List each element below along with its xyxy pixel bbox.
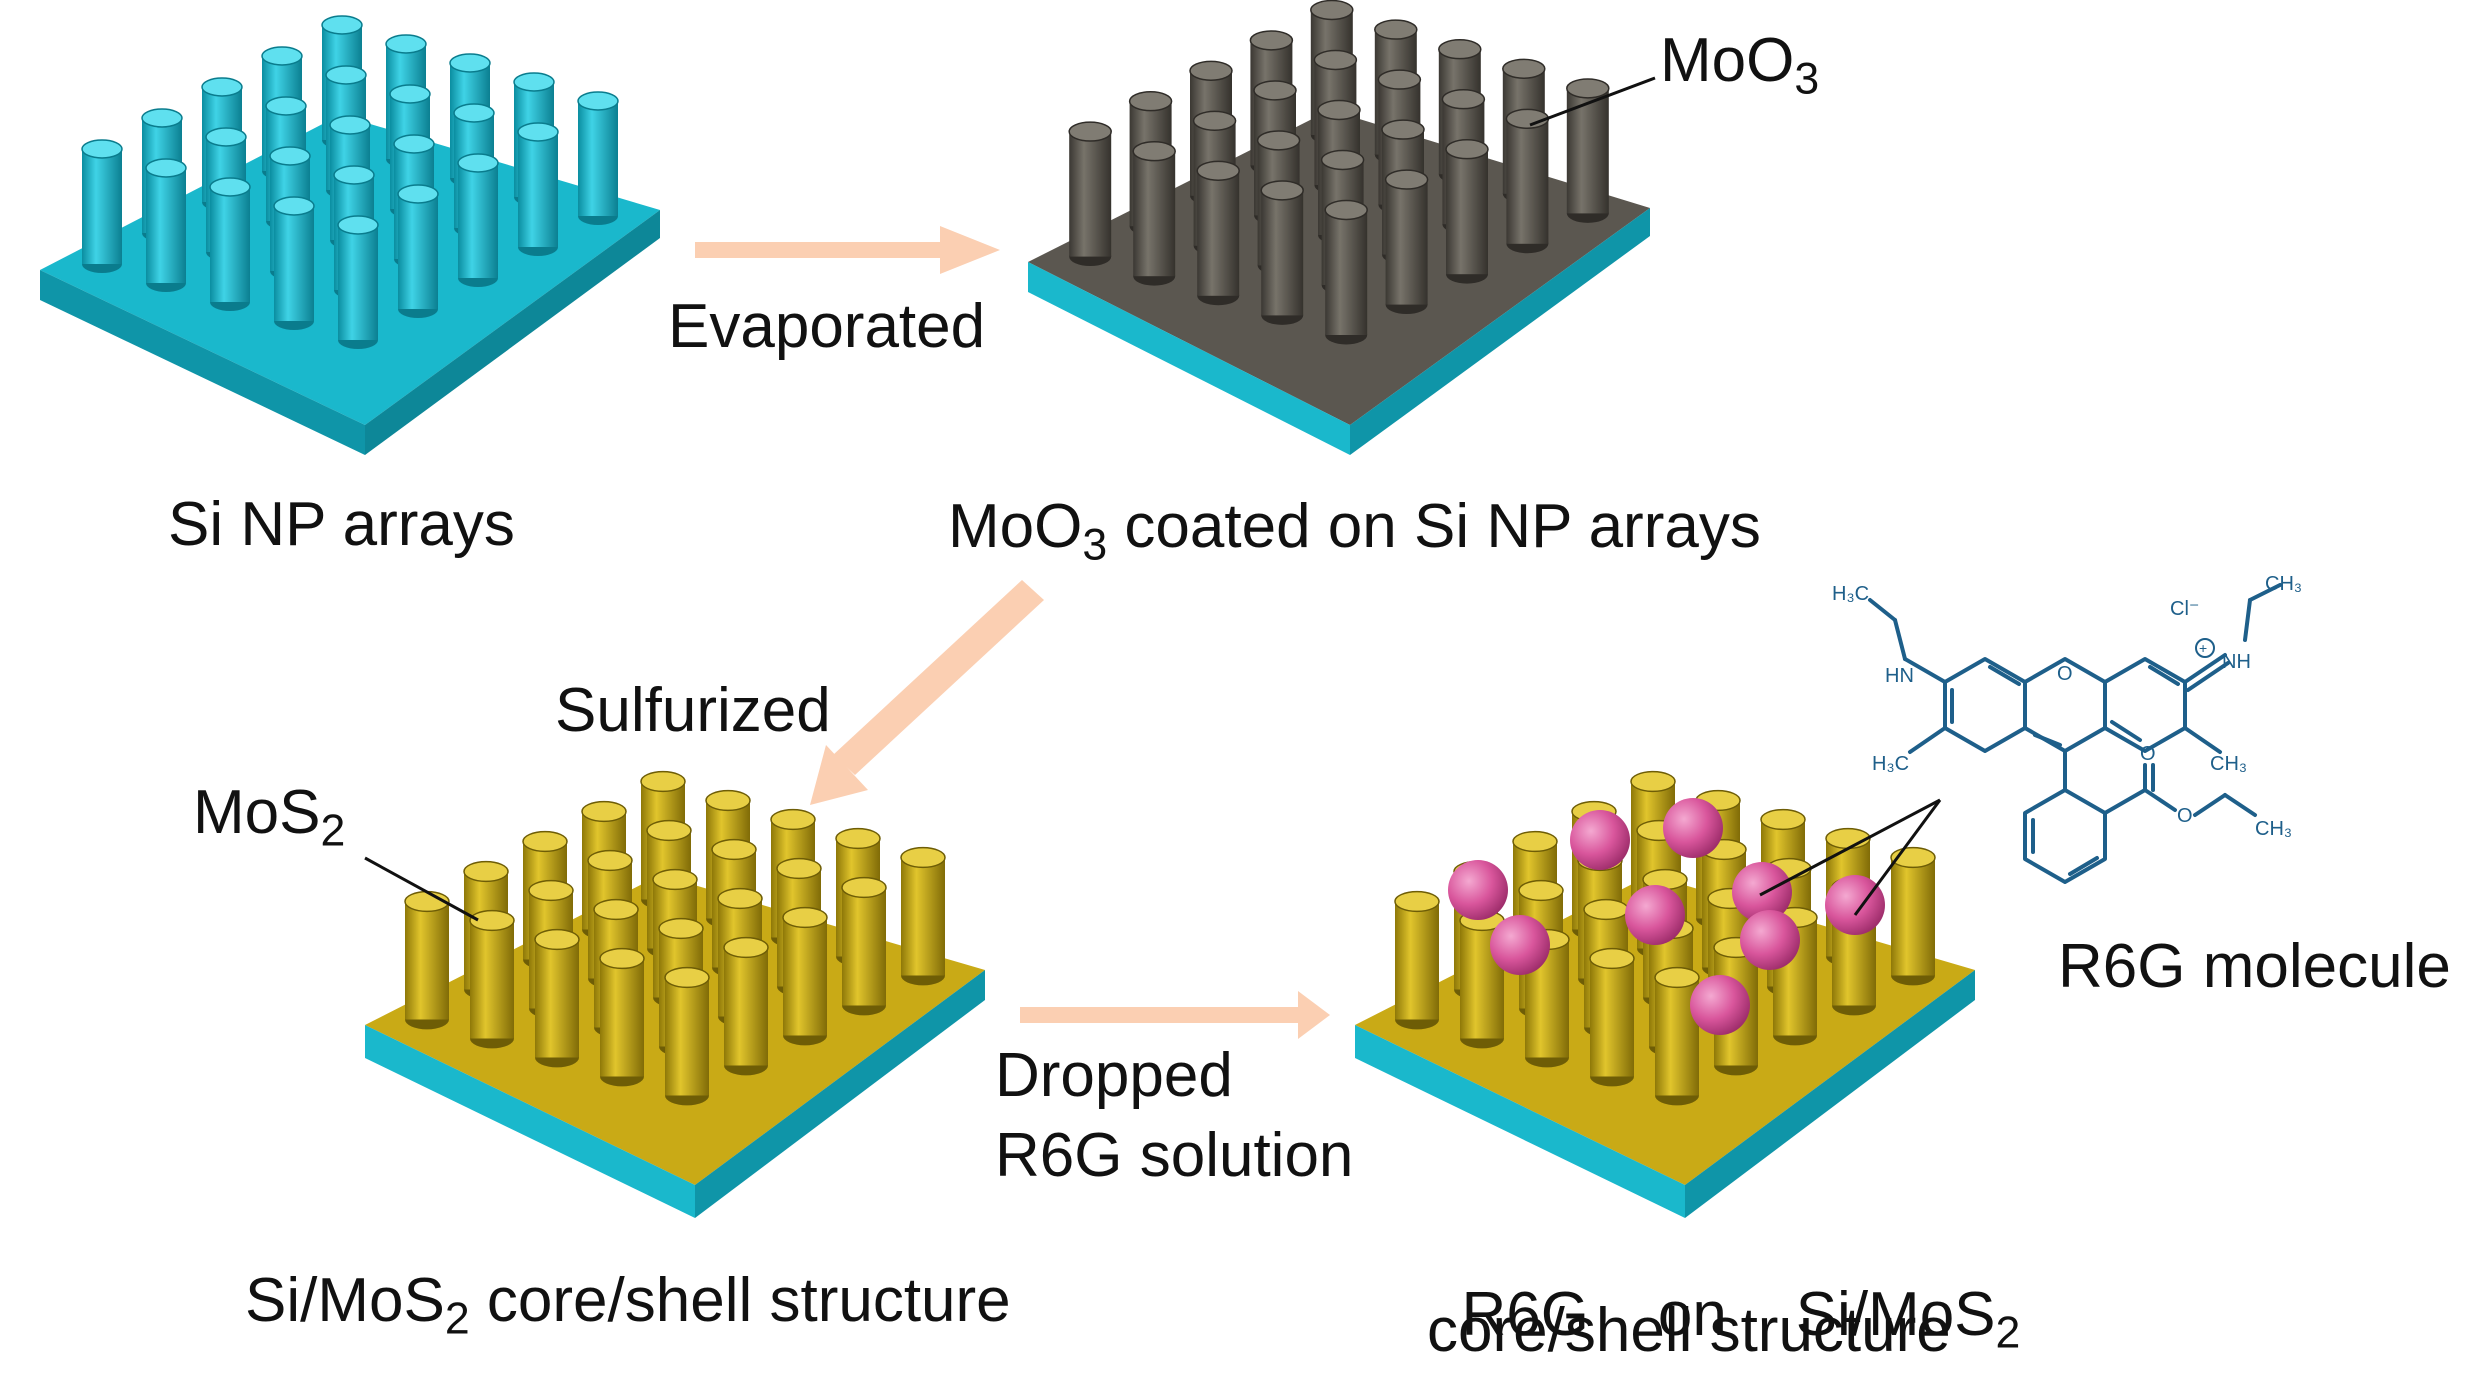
ring-phenyl (2023, 788, 2107, 884)
label-dropped: Dropped (995, 1041, 1233, 1110)
nanopillar (1654, 966, 1700, 1106)
leader-line-r6g-b (1853, 799, 1942, 916)
nanopillar (782, 906, 828, 1046)
nanopillar (599, 947, 645, 1087)
nanopillar (457, 153, 499, 287)
nanopillar (1324, 199, 1368, 345)
leader-line-r6g-a (1759, 798, 1941, 897)
nanopillar (1566, 78, 1610, 223)
r6g-structure (1868, 583, 2282, 884)
nanopillar (723, 936, 769, 1076)
substrate-right-side (1685, 970, 1975, 1218)
nanopillar (1394, 890, 1440, 1030)
nanopillar (1589, 947, 1635, 1087)
ring-right (2103, 657, 2187, 753)
r6g-sphere (1490, 915, 1550, 975)
substrate-left-side (365, 1025, 695, 1218)
label-si-np-arrays: Si NP arrays (168, 490, 515, 559)
mos2-shell-illustration (365, 770, 985, 1218)
leader-line-moo3 (1529, 76, 1656, 127)
nanopillar (534, 928, 580, 1068)
substrate-right-side (365, 210, 660, 455)
nanopillar (577, 91, 619, 225)
r6g-sphere (1825, 875, 1885, 935)
nanopillar (397, 184, 439, 318)
r6g-sphere (1690, 975, 1750, 1035)
label-evaporated: Evaporated (668, 292, 986, 361)
nanopillar (145, 158, 187, 292)
arrow-dropped (1020, 991, 1330, 1039)
atom-o-ester: O (2177, 805, 2193, 827)
r6g-sphere (1448, 860, 1508, 920)
label-r6g-solution: R6G solution (995, 1121, 1354, 1190)
substrate-right-side (1350, 208, 1650, 455)
nanopillar (1384, 169, 1429, 315)
substrate-left-side (1028, 262, 1350, 455)
si-np-array-illustration (40, 15, 660, 455)
atom-o-carbonyl: O (2140, 743, 2156, 765)
label-moo3-coated: MoO3 coated on Si NP arrays (948, 492, 1761, 570)
nanopillar (1260, 180, 1304, 325)
nanopillar (1505, 108, 1550, 254)
r6g-structure-labels: H₃C CH₃ Cl⁻ HN NH O H₃C CH₃ O O CH₃ + (1832, 573, 2302, 840)
arrow-sulfurized (810, 580, 1044, 805)
nanopillar (337, 215, 379, 349)
r6g-sphere (1740, 910, 1800, 970)
substrate-left-side (1355, 1025, 1685, 1218)
atom-o-ring: O (2057, 663, 2073, 685)
atom-h3c-top: H₃C (1832, 583, 1869, 605)
atom-ch3-right: CH₃ (2210, 753, 2247, 775)
nanopillar (841, 876, 887, 1016)
atom-hn: HN (1885, 665, 1914, 687)
r6g-sphere (1732, 862, 1792, 922)
r6g-loaded-illustration (1355, 770, 1975, 1218)
atom-ch3-ester: CH₃ (2255, 818, 2292, 840)
label-sulfurized: Sulfurized (555, 676, 831, 745)
atom-ch3-top: CH₃ (2265, 573, 2302, 595)
label-moo3-tag: MoO3 (1660, 26, 1820, 104)
nanopillar (517, 122, 559, 256)
label-core-shell-structure: core/shell structure (1427, 1296, 1951, 1365)
nanopillar (404, 890, 450, 1030)
positive-charge-icon (2195, 638, 2215, 658)
label-r6g-on-si-mos2: R6G on Si/MoS2 (1461, 1280, 2021, 1358)
moo3-pillar-group (1068, 0, 1610, 345)
nanopillar (1445, 139, 1489, 284)
nanopillar (1890, 846, 1936, 986)
atom-nh: NH (2222, 651, 2251, 673)
atom-plus: + (2199, 640, 2207, 656)
r6g-sphere (1663, 798, 1723, 858)
r6g-sphere-group (1448, 798, 1885, 1035)
leader-line-mos2 (364, 856, 479, 922)
nanopillar (469, 909, 515, 1049)
nanopillar (1196, 160, 1240, 306)
atom-h3c-bottom: H₃C (1872, 753, 1909, 775)
nanopillar (1068, 121, 1112, 267)
nanopillar (81, 139, 123, 273)
arrow-evaporated (695, 226, 1000, 274)
mos2-pillar-group (404, 770, 946, 1106)
nanopillar (900, 846, 946, 986)
nanopillar (209, 177, 251, 311)
label-mos2-tag: MoS2 (193, 778, 346, 856)
atom-cl-minus: Cl⁻ (2170, 598, 2199, 620)
r6g-sphere (1570, 810, 1630, 870)
si-pillar-group (81, 15, 619, 349)
label-r6g-molecule: R6G molecule (2058, 932, 2451, 1001)
ring-left (1943, 657, 2027, 753)
r6g-sphere (1625, 885, 1685, 945)
moo3-coated-illustration (1028, 0, 1650, 455)
substrate-left-side (40, 270, 365, 455)
nanopillar (664, 966, 710, 1106)
substrate-right-side (695, 970, 985, 1218)
nanopillar (1132, 141, 1176, 286)
label-si-mos2-structure: Si/MoS2 core/shell structure (245, 1266, 1011, 1344)
nanopillar (273, 196, 315, 330)
